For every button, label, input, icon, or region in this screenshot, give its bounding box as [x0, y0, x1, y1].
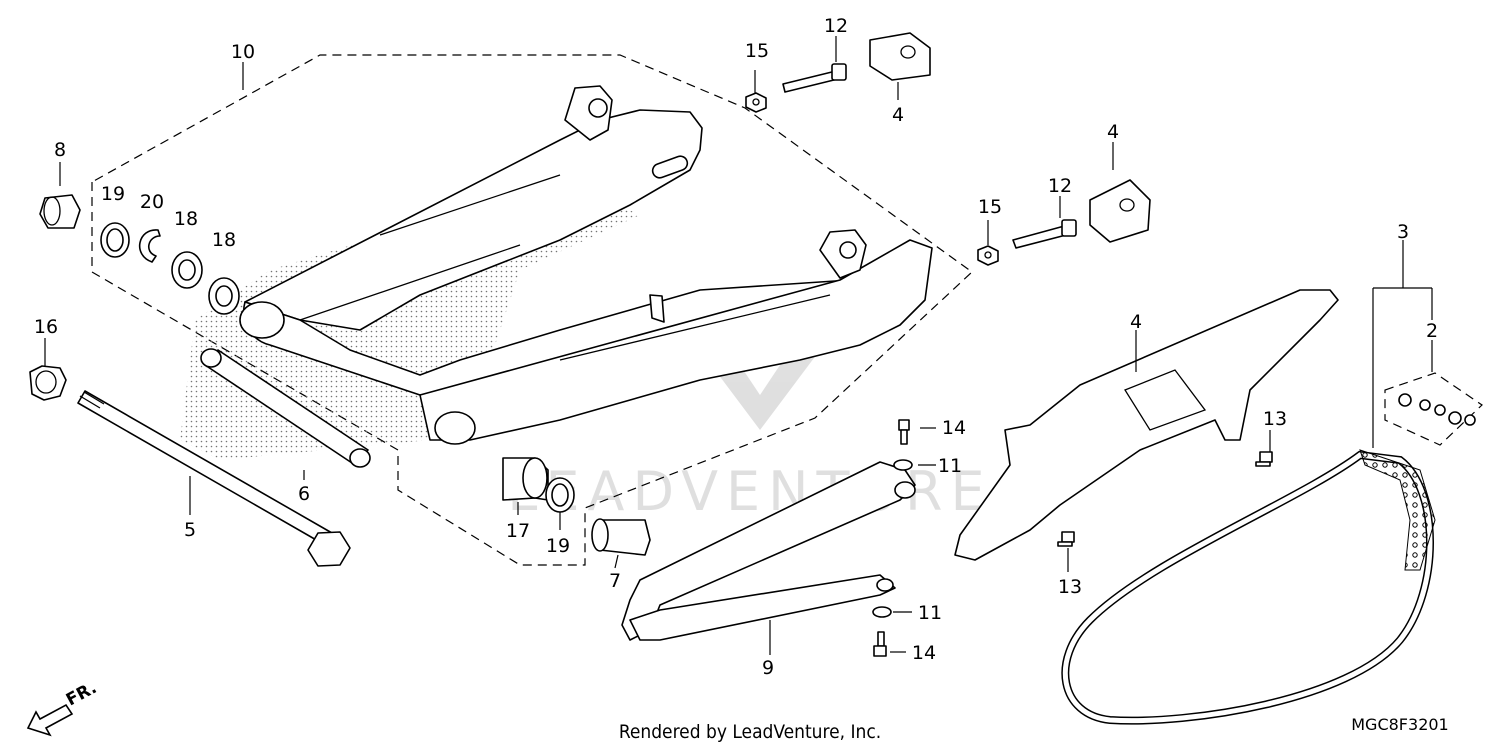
callout-18a: 18: [174, 208, 198, 230]
bolt-14-lower: [873, 631, 887, 657]
callout-4a: 4: [892, 104, 904, 126]
adjuster-plate-4-upper: [869, 32, 931, 81]
callout-11a: 11: [938, 455, 962, 477]
diagram-code: MGC8F3201: [1351, 715, 1448, 734]
bolt-12-lower: [1012, 219, 1077, 249]
leader-lines: [44, 36, 1433, 655]
callout-12a: 12: [824, 15, 848, 37]
pivot-collar-6: [200, 348, 371, 468]
callout-17: 17: [506, 520, 530, 542]
callout-13a: 13: [1263, 408, 1287, 430]
footer-credit: Rendered by LeadVenture, Inc.: [619, 721, 881, 743]
bolt-12-upper: [782, 63, 847, 93]
callout-3: 3: [1397, 221, 1409, 243]
callout-15a: 15: [745, 40, 769, 62]
callout-16: 16: [34, 316, 58, 338]
callout-14a: 14: [942, 417, 966, 439]
callout-20: 20: [140, 191, 164, 213]
nut-15-upper: [745, 92, 767, 113]
front-direction-arrow: FR.: [26, 678, 100, 737]
callout-9: 9: [762, 657, 774, 679]
callout-1: 4: [1130, 311, 1142, 333]
nut-15-lower: [977, 245, 999, 266]
front-label: FR.: [63, 678, 100, 710]
callout-5: 5: [184, 519, 196, 541]
dust-seal-19-right: [545, 477, 575, 513]
callout-18b: 18: [212, 229, 236, 251]
bolt-13-upper: [1255, 451, 1273, 467]
callout-6: 6: [298, 483, 310, 505]
bolt-13-lower: [1057, 531, 1075, 547]
callout-10: 10: [231, 41, 255, 63]
callouts: 4 2 3 4 4 5 6 7 8 9 10 11 11 12 12 13 13…: [34, 15, 1438, 679]
bolt-14-upper: [898, 419, 910, 445]
callout-8: 8: [54, 139, 66, 161]
drive-chain-3: [1061, 449, 1436, 725]
callout-11b: 11: [918, 602, 942, 624]
washer-11-lower: [872, 606, 892, 618]
chain-guard-1: [954, 289, 1339, 561]
collar-8: [39, 194, 81, 229]
bearing-18-b: [208, 277, 240, 315]
watermark-text: LEADVENTURE: [507, 460, 992, 523]
collar-7: [591, 518, 651, 556]
washer-11-upper: [893, 459, 913, 471]
needle-bearing-17: [502, 457, 549, 501]
pivot-bolt-5: [77, 390, 351, 567]
callout-15b: 15: [978, 196, 1002, 218]
chain-slider-9: [621, 461, 916, 641]
callout-4b: 4: [1107, 121, 1119, 143]
callout-14b: 14: [912, 642, 936, 664]
callout-2: 2: [1426, 320, 1438, 342]
callout-7: 7: [609, 570, 621, 592]
swingarm-assembly-outline: [91, 54, 973, 566]
circlip-20: [138, 229, 161, 263]
adjuster-plate-4-lower: [1089, 179, 1151, 243]
master-link-kit-2: [1384, 372, 1483, 446]
nut-16: [29, 365, 67, 401]
callout-13b: 13: [1058, 576, 1082, 598]
swingarm: [239, 85, 933, 445]
callout-12b: 12: [1048, 175, 1072, 197]
dust-seal-19-left: [100, 222, 130, 258]
bearing-18-a: [171, 251, 203, 289]
callout-19b: 19: [546, 535, 570, 557]
callout-19a: 19: [101, 183, 125, 205]
